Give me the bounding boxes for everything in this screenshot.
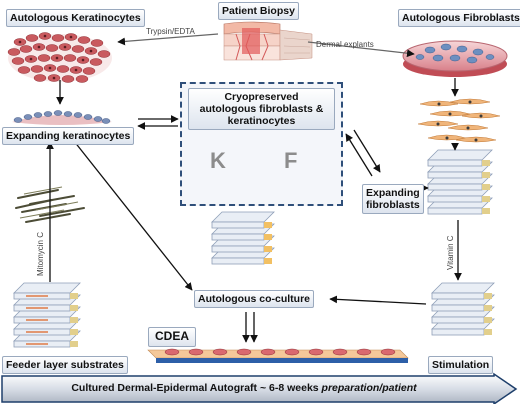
label-stimulation: Stimulation xyxy=(428,356,494,375)
annotation-vitamin-c: Vitamin C xyxy=(446,235,455,270)
arrow-biopsy-to-keratinocytes xyxy=(117,33,219,46)
label-cdea: CDEA xyxy=(148,327,197,347)
feeder-flask-stack-illustration xyxy=(13,282,81,348)
label-expanding-keratinocytes: Expanding keratinocytes xyxy=(2,127,135,146)
petri-dish-illustration xyxy=(402,40,508,77)
label-cryopreserved: Cryopreserved autologous fibroblasts & k… xyxy=(188,88,335,131)
arrow-cryo-to-fibroblasts xyxy=(353,129,381,173)
label-autologous-fibroblasts: Autologous Fibroblasts xyxy=(398,9,520,28)
arrow-stimulation-to-coculture xyxy=(329,295,427,305)
arrow-fibroblasts-to-cryo xyxy=(345,133,373,177)
expanding-keratinocyte-sheet-illustration xyxy=(12,110,112,125)
stimulation-flask-stack-illustration xyxy=(431,282,495,336)
timeline-banner-text: Cultured Dermal-Epidermal Autograft ~ 6-… xyxy=(0,382,488,394)
fibroblast-cells-illustration xyxy=(417,98,501,143)
flow-arrows xyxy=(46,33,462,343)
flask-letter-keratinocyte: K xyxy=(210,148,226,173)
cdea-construct-illustration xyxy=(147,348,409,363)
fibroblast-flask-stack-illustration xyxy=(427,149,493,215)
label-cryopreserved-line-3: keratinocytes xyxy=(227,115,296,128)
label-autologous-keratinocytes: Autologous Keratinocytes xyxy=(6,9,145,28)
skin-biopsy-illustration xyxy=(223,21,313,61)
label-expanding-fibroblasts: Expanding fibroblasts xyxy=(362,184,424,215)
keratinocyte-cluster-illustration xyxy=(7,32,112,83)
label-feeder-layer-substrates: Feeder layer substrates xyxy=(2,356,128,375)
coculture-flask-stack-illustration xyxy=(211,211,275,265)
label-cryopreserved-line-1: Cryopreserved xyxy=(224,91,299,103)
annotation-trypsin-edta: Trypsin/EDTA xyxy=(146,27,195,36)
annotation-dermal-explants: Dermal explants xyxy=(316,40,374,49)
banner-prefix: Cultured Dermal-Epidermal Autograft ~ 6-… xyxy=(71,382,322,394)
label-autologous-coculture: Autologous co-culture xyxy=(194,290,314,309)
label-patient-biopsy: Patient Biopsy xyxy=(218,2,299,21)
feeder-layer-cells-illustration xyxy=(15,186,85,223)
timeline-banner-arrow xyxy=(1,372,518,404)
banner-emphasis: preparation/patient xyxy=(321,382,417,394)
label-cryopreserved-line-2: autologous fibroblasts & xyxy=(199,103,324,116)
label-expanding-fibroblasts-line-1: Expanding xyxy=(366,187,420,199)
arrow-keratinocytes-to-coculture xyxy=(69,135,193,291)
flask-letter-fibroblast: F xyxy=(284,148,298,173)
annotation-mitomycin-c: Mitomycin C xyxy=(36,231,45,276)
label-expanding-fibroblasts-line-2: fibroblasts xyxy=(366,199,420,212)
arrow-biopsy-to-fibroblasts xyxy=(307,41,415,58)
